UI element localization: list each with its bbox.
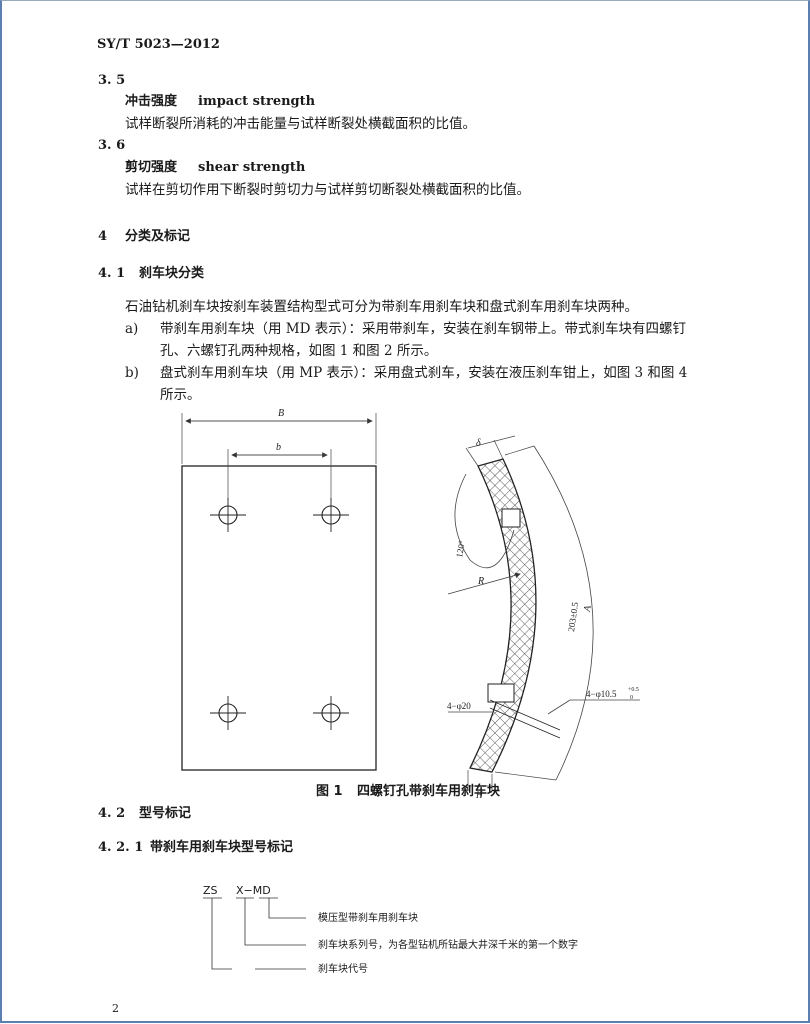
label-counterbore: 4−φ20 bbox=[447, 701, 471, 711]
standard-code: SY/T 5023—2012 bbox=[97, 37, 220, 52]
label-b: b bbox=[276, 442, 281, 453]
section-4-title: 分类及标记 bbox=[125, 229, 191, 244]
bolt-hole-bottom-right bbox=[313, 696, 349, 730]
item-b-line1: 盘式刹车用刹车块（用 MP 表示）：采用盘式刹车，安装在液压刹车钳上，如图 3 … bbox=[160, 365, 688, 381]
section-4-2-title: 型号标记 bbox=[139, 806, 192, 821]
label-thickness: δ bbox=[476, 438, 481, 449]
section-4-number: 4 bbox=[98, 229, 108, 244]
section-3-6-number: 3. 6 bbox=[98, 138, 126, 153]
label-arc-symbol: A bbox=[582, 604, 594, 613]
section-3-5-term-en: impact strength bbox=[198, 94, 316, 109]
label-hole-tol-upper: +0.5 bbox=[628, 687, 639, 693]
item-a-line1: 带刹车用刹车块（用 MD 表示）：采用带刹车，安装在刹车钢带上。带式刹车块有四螺… bbox=[160, 321, 686, 337]
item-b-marker: b) bbox=[125, 365, 139, 381]
marking-legend-3: 刹车块代号 bbox=[318, 964, 368, 975]
bolt-hole-top-left bbox=[210, 498, 246, 532]
brake-block-front-view bbox=[181, 465, 377, 771]
label-hole-tol-lower: 0 bbox=[630, 695, 633, 701]
label-angle: 120° bbox=[454, 539, 467, 558]
section-3-5-number: 3. 5 bbox=[98, 73, 126, 88]
label-hole-dia: 4−φ10.5 bbox=[586, 689, 617, 699]
marking-code-brackets bbox=[203, 897, 306, 970]
brake-block-section-view bbox=[469, 458, 537, 773]
label-radius: R bbox=[477, 576, 484, 587]
figure-1-caption-number: 图 1 bbox=[316, 784, 343, 799]
page-number: 2 bbox=[112, 1002, 119, 1015]
section-3-6-definition: 试样在剪切作用下断裂时剪切力与试样剪切断裂处横截面积的比值。 bbox=[125, 182, 530, 198]
marking-code-part1: ZS bbox=[203, 884, 218, 897]
marking-code-part2: X−MD bbox=[236, 884, 271, 897]
item-b-line2: 所示。 bbox=[160, 387, 201, 403]
section-4-1-title: 刹车块分类 bbox=[139, 266, 205, 281]
section-3-6-term: 剪切强度 bbox=[125, 160, 178, 175]
section-3-6-term-en: shear strength bbox=[198, 160, 306, 175]
label-H: H bbox=[475, 790, 483, 800]
label-arc-dim: 203±0.5 bbox=[566, 601, 580, 632]
section-4-2-1-number: 4. 2. 1 bbox=[98, 840, 144, 855]
section-4-2-1-title: 带刹车用刹车块型号标记 bbox=[150, 840, 294, 855]
section-4-1-number: 4. 1 bbox=[98, 266, 126, 281]
item-a-marker: a) bbox=[125, 321, 139, 337]
bolt-hole-bottom-left bbox=[210, 696, 246, 730]
marking-legend-1: 模压型带刹车用刹车块 bbox=[318, 913, 418, 924]
bolt-hole-top-right bbox=[313, 498, 349, 532]
section-3-5-term: 冲击强度 bbox=[125, 94, 178, 109]
item-a-line2: 孔、六螺钉孔两种规格，如图 1 和图 2 所示。 bbox=[160, 343, 438, 359]
label-B: B bbox=[278, 408, 284, 419]
section-4-1-intro: 石油钻机刹车块按刹车装置结构型式可分为带刹车用刹车块和盘式刹车用刹车块两种。 bbox=[125, 299, 638, 315]
marking-legend-2: 刹车块系列号，为各型钻机所钻最大井深千米的第一个数字 bbox=[318, 940, 578, 951]
figure-1-caption-title: 四螺钉孔带刹车用刹车块 bbox=[357, 784, 501, 799]
section-3-5-definition: 试样断裂所消耗的冲击能量与试样断裂处横截面积的比值。 bbox=[125, 116, 476, 132]
section-4-2-number: 4. 2 bbox=[98, 806, 126, 821]
